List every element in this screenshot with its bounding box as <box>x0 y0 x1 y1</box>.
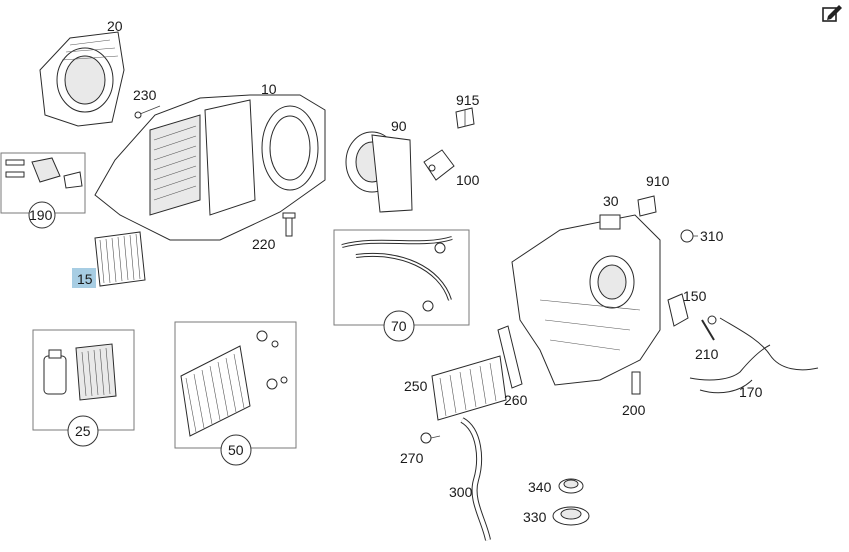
label-50: 50 <box>228 442 244 458</box>
edit-icon[interactable] <box>822 5 842 22</box>
part-170-harness <box>689 317 819 394</box>
callout-70 <box>383 310 415 342</box>
part-260-bar <box>497 325 523 389</box>
callout-25 <box>67 415 99 447</box>
label-250: 250 <box>404 378 428 394</box>
label-25: 25 <box>75 423 91 439</box>
part-190-bracket <box>5 157 83 189</box>
part-20-shroud <box>39 31 125 127</box>
part-915-connector <box>455 107 475 129</box>
label-150: 150 <box>683 288 707 304</box>
label-270: 270 <box>400 450 424 466</box>
part-300-drain-tube <box>460 417 491 541</box>
label-310: 310 <box>700 228 724 244</box>
label-30: 30 <box>603 193 619 209</box>
label-210: 210 <box>695 346 719 362</box>
part-220-pin <box>282 212 296 237</box>
label-70: 70 <box>391 318 407 334</box>
label-170: 170 <box>739 384 763 400</box>
label-300: 300 <box>449 484 473 500</box>
highlight-15 <box>72 268 96 288</box>
label-200: 200 <box>622 402 646 418</box>
part-210-sensor <box>701 315 717 341</box>
part-100-resistor <box>423 149 455 181</box>
label-190: 190 <box>29 207 53 223</box>
label-90: 90 <box>391 118 407 134</box>
label-340: 340 <box>528 479 552 495</box>
part-70-hoses <box>341 236 453 312</box>
part-150-actuator <box>667 293 689 327</box>
part-90-blower <box>345 131 413 213</box>
part-330-plug <box>552 506 590 526</box>
part-50-heater-core <box>180 330 288 437</box>
part-270-screw <box>420 432 441 444</box>
label-20: 20 <box>107 18 123 34</box>
label-230: 230 <box>133 87 157 103</box>
part-310-grommet <box>680 229 698 243</box>
label-330: 330 <box>523 509 547 525</box>
label-260: 260 <box>504 392 528 408</box>
label-100: 100 <box>456 172 480 188</box>
part-15-filter <box>94 231 146 287</box>
part-230-screw <box>134 105 161 119</box>
label-910: 910 <box>646 173 670 189</box>
part-10-housing <box>94 94 326 241</box>
part-910-connector <box>637 195 657 217</box>
label-15[interactable]: 15 <box>77 271 93 287</box>
label-220: 220 <box>252 236 276 252</box>
callout-50 <box>220 434 252 466</box>
part-250-heater <box>431 355 507 421</box>
part-200-sensor <box>631 371 641 395</box>
label-10: 10 <box>261 81 277 97</box>
callout-190 <box>28 201 56 229</box>
part-30-hvac-unit <box>511 214 661 386</box>
part-340-plug <box>558 478 584 494</box>
label-915: 915 <box>456 92 480 108</box>
part-25-kit <box>43 343 117 401</box>
